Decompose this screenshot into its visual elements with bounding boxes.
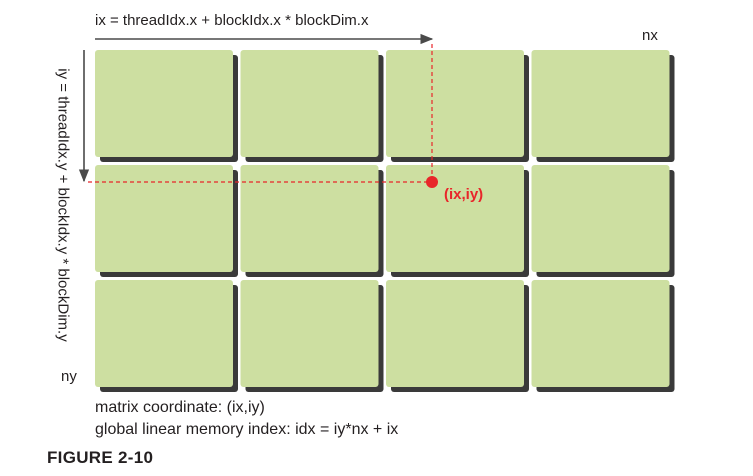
nx-label: nx bbox=[642, 27, 658, 44]
ix-formula-label: ix = threadIdx.x + blockIdx.x * blockDim… bbox=[95, 12, 369, 29]
iy-formula-label: iy = threadIdx.y + blockIdx.y * blockDim… bbox=[54, 68, 72, 342]
thread-block-r0-c3 bbox=[531, 50, 670, 157]
thread-block-r1-c0 bbox=[95, 165, 233, 272]
thread-block-r0-c2 bbox=[386, 50, 524, 157]
thread-block-r2-c1 bbox=[240, 280, 379, 387]
thread-block-r1-c3 bbox=[531, 165, 670, 272]
point-coordinate-label: (ix,iy) bbox=[444, 186, 484, 203]
thread-block-r0-c0 bbox=[95, 50, 233, 157]
thread-block-r2-c2 bbox=[386, 280, 524, 387]
figure-title: FIGURE 2-10 bbox=[47, 448, 154, 467]
thread-block-r2-c3 bbox=[531, 280, 670, 387]
caption-linear-index: global linear memory index: idx = iy*nx … bbox=[95, 421, 399, 438]
thread-block-r0-c1 bbox=[240, 50, 379, 157]
caption-matrix-coordinate: matrix coordinate: (ix,iy) bbox=[95, 399, 265, 416]
thread-point-marker bbox=[426, 176, 438, 188]
thread-block-r1-c2 bbox=[386, 165, 524, 272]
ny-label: ny bbox=[61, 368, 77, 385]
thread-block-r2-c0 bbox=[95, 280, 233, 387]
thread-block-r1-c1 bbox=[240, 165, 379, 272]
block-grid bbox=[95, 50, 675, 392]
